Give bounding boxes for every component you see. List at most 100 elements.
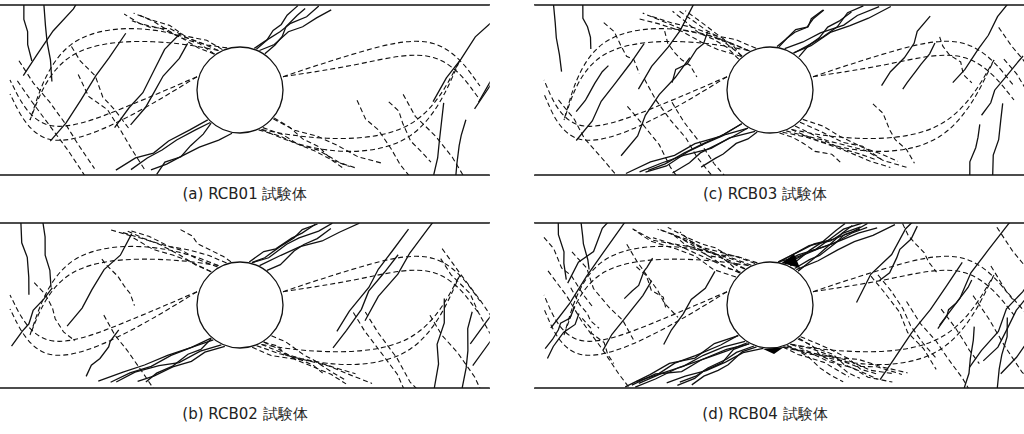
reverse-crack-line [30, 41, 218, 120]
crack-line [799, 12, 852, 57]
reverse-crack-line [17, 81, 97, 175]
crack-line [857, 223, 944, 303]
panel-edge [534, 223, 535, 388]
crack-line [969, 271, 1024, 367]
reverse-crack-line [627, 106, 699, 175]
reverse-crack-line [999, 27, 1024, 106]
reverse-crack-line [544, 77, 727, 127]
reverse-crack-line [30, 259, 218, 335]
reverse-crack-line [564, 41, 748, 120]
crack-line [475, 49, 490, 109]
crack-line [603, 281, 652, 351]
panel-edge [534, 5, 535, 175]
crack-line [254, 6, 318, 48]
beam-edge [0, 174, 490, 176]
reverse-crack-line [795, 126, 883, 160]
reverse-crack-line [10, 292, 197, 356]
spalling-mark [782, 254, 800, 268]
reverse-crack-line [19, 61, 95, 169]
crack-line [794, 6, 863, 53]
reverse-crack-line [564, 29, 748, 120]
reverse-crack-line [907, 301, 974, 388]
reverse-crack-line [673, 235, 756, 263]
reverse-crack-line [798, 339, 860, 378]
reverse-crack-line [627, 244, 678, 317]
reverse-crack-line [124, 14, 214, 54]
reverse-crack-line [262, 275, 460, 352]
crack-line [940, 223, 1024, 325]
reverse-crack-line [548, 271, 635, 388]
reverse-crack-line [673, 11, 739, 59]
reverse-crack-line [997, 227, 1024, 344]
crack-line [24, 5, 32, 61]
beam-edge [534, 222, 1024, 224]
reverse-crack-line [644, 79, 712, 175]
reverse-crack-line [991, 266, 1024, 388]
reverse-crack-line [128, 231, 212, 272]
specimen-caption: (a) RCB01 試験体 [181, 185, 310, 204]
crack-line [970, 124, 980, 175]
crack-line [882, 16, 931, 85]
reverse-crack-line [544, 292, 727, 342]
reverse-crack-line [801, 337, 879, 375]
crack-line [993, 103, 1003, 175]
crack-line [626, 124, 742, 174]
reverse-crack-line [813, 270, 1014, 315]
crack-line [43, 223, 51, 288]
reverse-crack-line [651, 16, 756, 48]
crack-line [478, 21, 490, 103]
web-opening [197, 262, 283, 348]
reverse-crack-line [389, 102, 431, 162]
reverse-crack-line [903, 224, 937, 272]
crack-line [50, 33, 126, 141]
reverse-crack-line [792, 275, 994, 352]
crack-line [964, 327, 974, 388]
reverse-crack-line [813, 256, 1014, 301]
reverse-crack-line [102, 259, 135, 306]
reverse-crack-line [132, 21, 227, 48]
reverse-crack-line [634, 230, 739, 273]
beam-edge [0, 4, 490, 6]
crack-line [115, 33, 181, 127]
crack-line [252, 223, 332, 263]
crack-line [672, 32, 708, 83]
beam-edge [0, 222, 490, 224]
reverse-crack-line [940, 37, 972, 83]
crack-line [433, 5, 490, 102]
crack-line [111, 338, 211, 382]
reverse-crack-line [685, 11, 741, 57]
crack-line [157, 123, 211, 174]
panel-edge [490, 223, 491, 388]
crack-line [333, 255, 398, 348]
reverse-crack-line [783, 347, 849, 377]
crack-line [640, 131, 756, 171]
beam-edge [534, 174, 1024, 176]
crack-line [337, 229, 409, 331]
reverse-crack-line [353, 312, 425, 388]
reverse-crack-line [365, 312, 445, 388]
crack-line [576, 44, 644, 141]
crack-line [67, 234, 132, 326]
reverse-crack-line [262, 60, 460, 139]
reverse-crack-line [544, 77, 727, 141]
reverse-crack-line [973, 296, 1024, 388]
reverse-crack-line [792, 60, 994, 139]
beam-panel [10, 223, 490, 388]
reverse-crack-line [110, 230, 211, 272]
crack-line [632, 344, 749, 385]
beam-edge [0, 387, 490, 389]
reverse-crack-line [30, 246, 218, 335]
reverse-crack-line [264, 342, 346, 384]
reverse-crack-line [34, 283, 75, 341]
crack-line [470, 243, 490, 344]
reverse-crack-line [787, 346, 843, 382]
beam-panel [544, 5, 1024, 175]
beam-panel [10, 5, 490, 175]
crack-line [953, 5, 1008, 83]
crack-line [21, 223, 29, 295]
web-opening [727, 262, 813, 348]
reverse-crack-line [564, 246, 748, 335]
crack-line [938, 280, 972, 328]
reverse-crack-line [544, 292, 727, 356]
